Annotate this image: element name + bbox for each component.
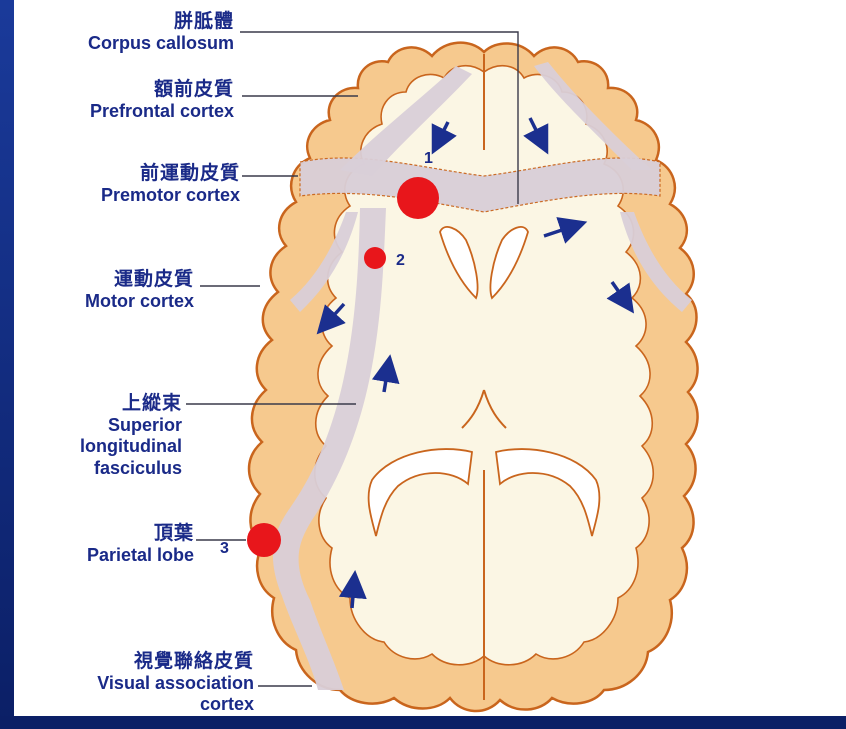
- marker-number-2: 2: [396, 252, 405, 270]
- label-corpus-callosum: 胼胝體 Corpus callosum: [30, 10, 234, 54]
- marker-number-3: 3: [220, 540, 229, 558]
- label-zh: 胼胝體: [30, 10, 234, 33]
- label-en: Corpus callosum: [30, 33, 234, 55]
- label-en: Premotor cortex: [30, 185, 240, 207]
- label-en-line: longitudinal: [30, 436, 182, 458]
- label-prefrontal: 額前皮質 Prefrontal cortex: [30, 78, 234, 122]
- label-en-line: fasciculus: [30, 458, 182, 480]
- marker-number-1: 1: [424, 150, 433, 168]
- label-zh: 上縱束: [30, 392, 182, 415]
- label-en-line: Superior: [30, 415, 182, 437]
- label-visual: 視覺聯絡皮質 Visual association cortex: [30, 650, 254, 716]
- label-zh: 額前皮質: [30, 78, 234, 101]
- label-zh: 前運動皮質: [30, 162, 240, 185]
- lesion-2: [364, 247, 386, 269]
- lesion-1: [397, 177, 439, 219]
- label-zh: 頂葉: [30, 522, 194, 545]
- lesion-3: [247, 523, 281, 557]
- label-slf: 上縱束 Superior longitudinal fasciculus: [30, 392, 182, 480]
- label-motor: 運動皮質 Motor cortex: [30, 268, 194, 312]
- label-en-line: Visual association: [30, 673, 254, 695]
- label-premotor: 前運動皮質 Premotor cortex: [30, 162, 240, 206]
- label-zh: 運動皮質: [30, 268, 194, 291]
- label-en: Prefrontal cortex: [30, 101, 234, 123]
- label-zh: 視覺聯絡皮質: [30, 650, 254, 673]
- label-parietal: 頂葉 Parietal lobe: [30, 522, 194, 566]
- label-en-line: cortex: [30, 694, 254, 716]
- arrow-icon: [352, 584, 354, 608]
- label-en: Motor cortex: [30, 291, 194, 313]
- label-en: Parietal lobe: [30, 545, 194, 567]
